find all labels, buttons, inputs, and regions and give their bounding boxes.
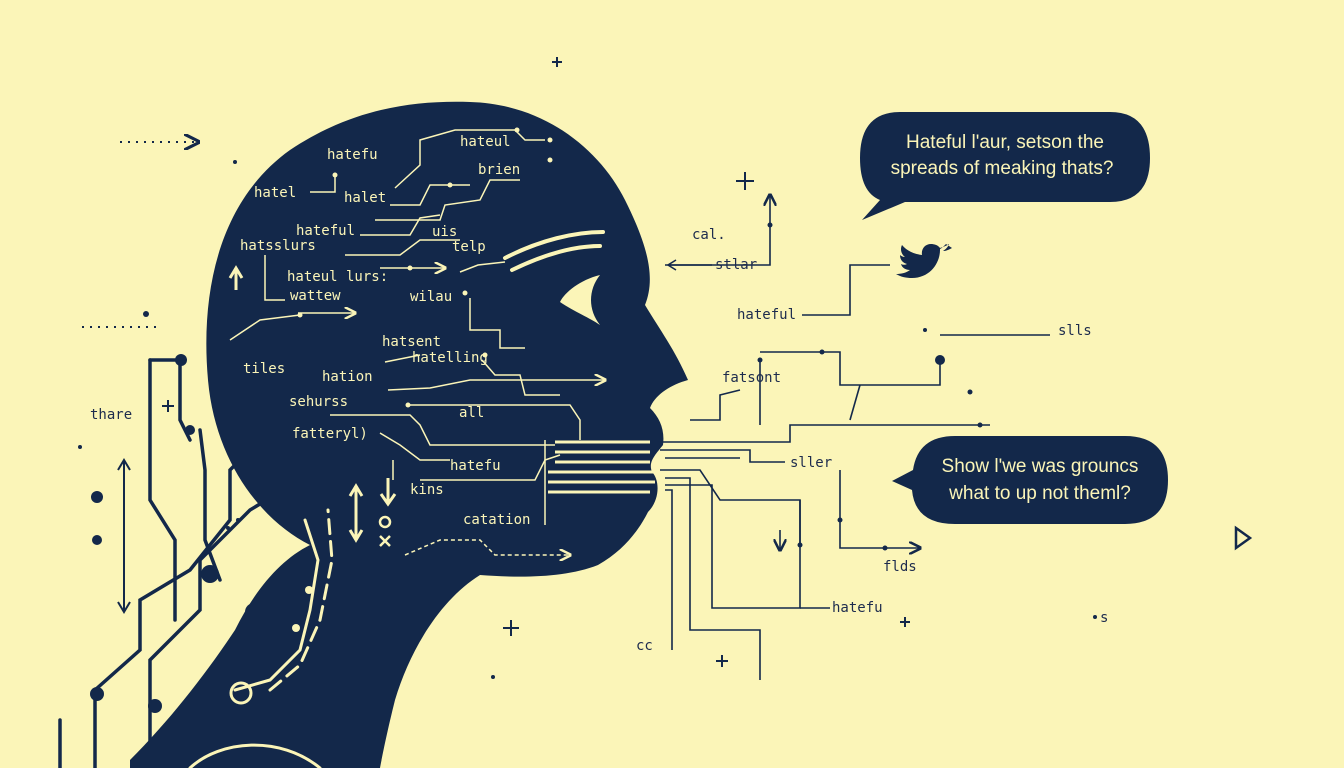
head-label: hatelling [412, 350, 488, 366]
speech-bubble-bottom: Show l'we was grouncs what to up not the… [892, 436, 1168, 524]
head-label: fatteryl) [292, 426, 368, 442]
head-label: wattew [290, 288, 341, 304]
outside-label: stlar [715, 257, 757, 273]
play-triangle-icon [1234, 525, 1253, 551]
outside-label: hatefu [832, 600, 883, 616]
bubble-text-line: Hateful l'aur, setson the [906, 132, 1104, 153]
dots [78, 160, 1097, 679]
twitter-bird-icon [896, 244, 952, 278]
mouth-lines [548, 440, 655, 494]
inner-circuit-lines [229, 129, 605, 555]
head-label: halet [344, 190, 386, 206]
brow-lines [503, 230, 605, 272]
right-circuit-traces [660, 195, 1050, 680]
plus-icon [162, 57, 910, 667]
head-silhouette [130, 101, 688, 768]
outside-label: cal. [692, 227, 726, 243]
down-arrow-icon [379, 478, 397, 507]
inner-circuit-nodes [297, 127, 553, 408]
head-label: sehurss [289, 394, 348, 410]
head-label: hateul [460, 134, 511, 150]
bubble-text-line: what to up not theml? [948, 483, 1131, 504]
head-label: kins [410, 482, 444, 498]
up-down-arrow-icon [117, 458, 131, 614]
outside-label: thare [90, 407, 132, 423]
up-down-arrow-icon [348, 483, 364, 543]
outside-label: sller [790, 455, 832, 471]
x-icon [379, 535, 391, 547]
head-label: uis [432, 224, 457, 240]
head-label: hatsent [382, 334, 441, 350]
head-label: hatefu [327, 147, 378, 163]
outside-label: fatsont [722, 370, 781, 386]
outside-label: cc [636, 638, 653, 654]
bubble-text-line: spreads of meaking thats? [891, 158, 1114, 179]
neck-traces [188, 508, 334, 768]
head-label: hatefu [450, 458, 501, 474]
circle-icon [378, 515, 392, 529]
head-label: hatsslurs [240, 238, 316, 254]
head-label: all [459, 405, 484, 421]
arrow-left-icon [666, 259, 712, 271]
right-circuit-nodes [757, 222, 983, 551]
eye-shape [560, 275, 600, 325]
speech-bubble-top: Hateful l'aur, setson the spreads of mea… [860, 112, 1150, 220]
head-label: hation [322, 369, 373, 385]
outside-label: slls [1058, 323, 1092, 339]
outside-label: s [1100, 610, 1108, 626]
head-label: telp [452, 239, 486, 255]
head-label: brien [478, 162, 520, 178]
head-label: tiles [243, 361, 285, 377]
outside-label: hateful [737, 307, 796, 323]
head-label: wilau [410, 289, 452, 305]
outside-label: flds [883, 559, 917, 575]
head-label: hateful [296, 223, 355, 239]
head-label: catation [463, 512, 530, 528]
bubble-text-line: Show l'we was grouncs [942, 456, 1139, 477]
head-label: hatel [254, 185, 296, 201]
up-arrow-icon [228, 265, 244, 290]
head-label: hateul lurs: [287, 269, 388, 285]
